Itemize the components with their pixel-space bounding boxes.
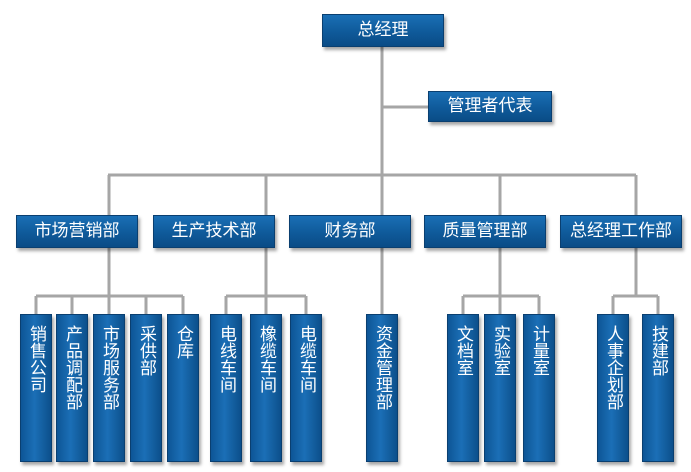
dept-marketing-box: 市场营销部 xyxy=(16,215,138,248)
unit-document-room: 文档室 xyxy=(447,314,479,462)
dept-quality-box: 质量管理部 xyxy=(424,215,546,248)
unit-laboratory: 实验室 xyxy=(484,314,516,462)
unit-sales-company: 销售公司 xyxy=(20,314,52,462)
ceo-box: 总经理 xyxy=(322,14,444,47)
unit-procurement: 采供部 xyxy=(130,314,162,462)
unit-hr-planning: 人事企划部 xyxy=(597,314,629,462)
unit-wire-workshop: 电线车间 xyxy=(210,314,242,462)
unit-cable-workshop: 电缆车间 xyxy=(290,314,322,462)
unit-rubber-cable-workshop: 橡缆车间 xyxy=(250,314,282,462)
dept-production-tech-box: 生产技术部 xyxy=(153,215,275,248)
unit-fund-management: 资金管理部 xyxy=(366,314,398,462)
management-rep-box: 管理者代表 xyxy=(428,91,552,122)
unit-metrology-room: 计量室 xyxy=(523,314,555,462)
dept-gm-office-box: 总经理工作部 xyxy=(560,215,682,248)
unit-product-dispatch: 产品调配部 xyxy=(56,314,88,462)
unit-tech-construction: 技建部 xyxy=(642,314,674,462)
unit-market-service: 市场服务部 xyxy=(93,314,125,462)
dept-finance-box: 财务部 xyxy=(289,215,411,248)
unit-warehouse: 仓库 xyxy=(167,314,199,462)
